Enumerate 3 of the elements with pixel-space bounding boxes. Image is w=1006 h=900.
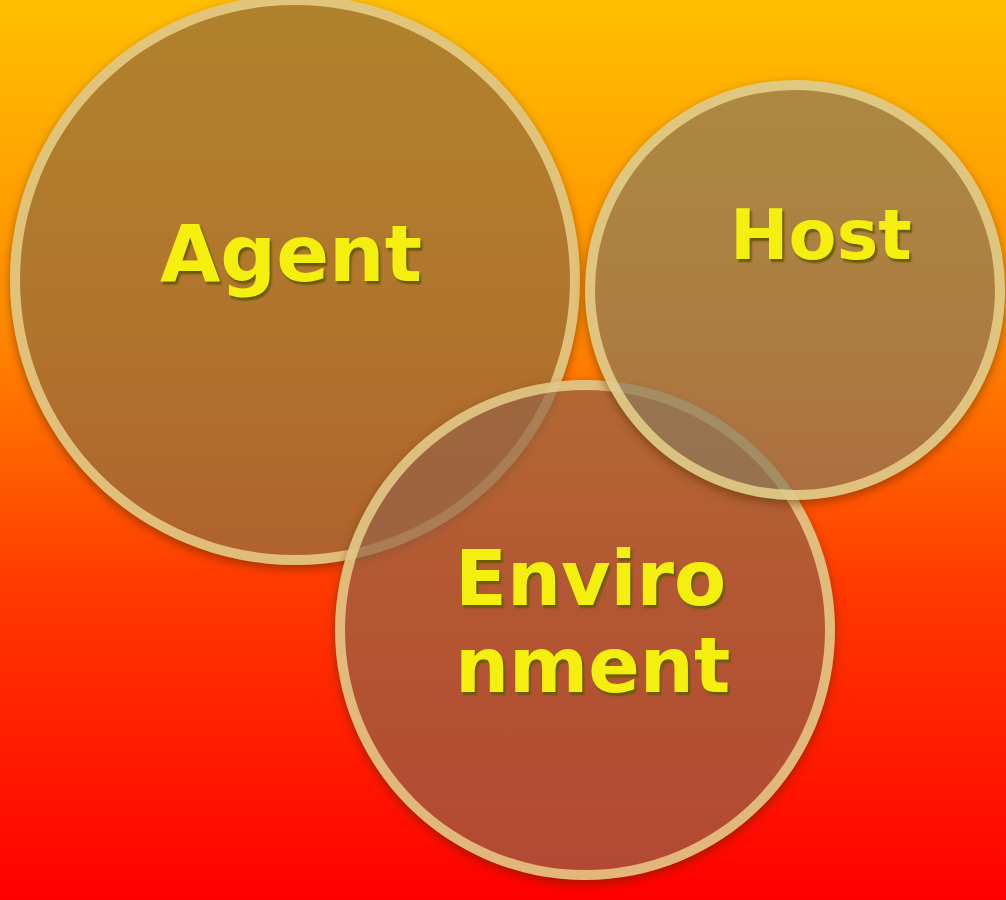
circle-label: Environment <box>455 535 732 710</box>
circle-label: Host <box>730 195 913 276</box>
circle-label: Agent <box>160 210 423 300</box>
